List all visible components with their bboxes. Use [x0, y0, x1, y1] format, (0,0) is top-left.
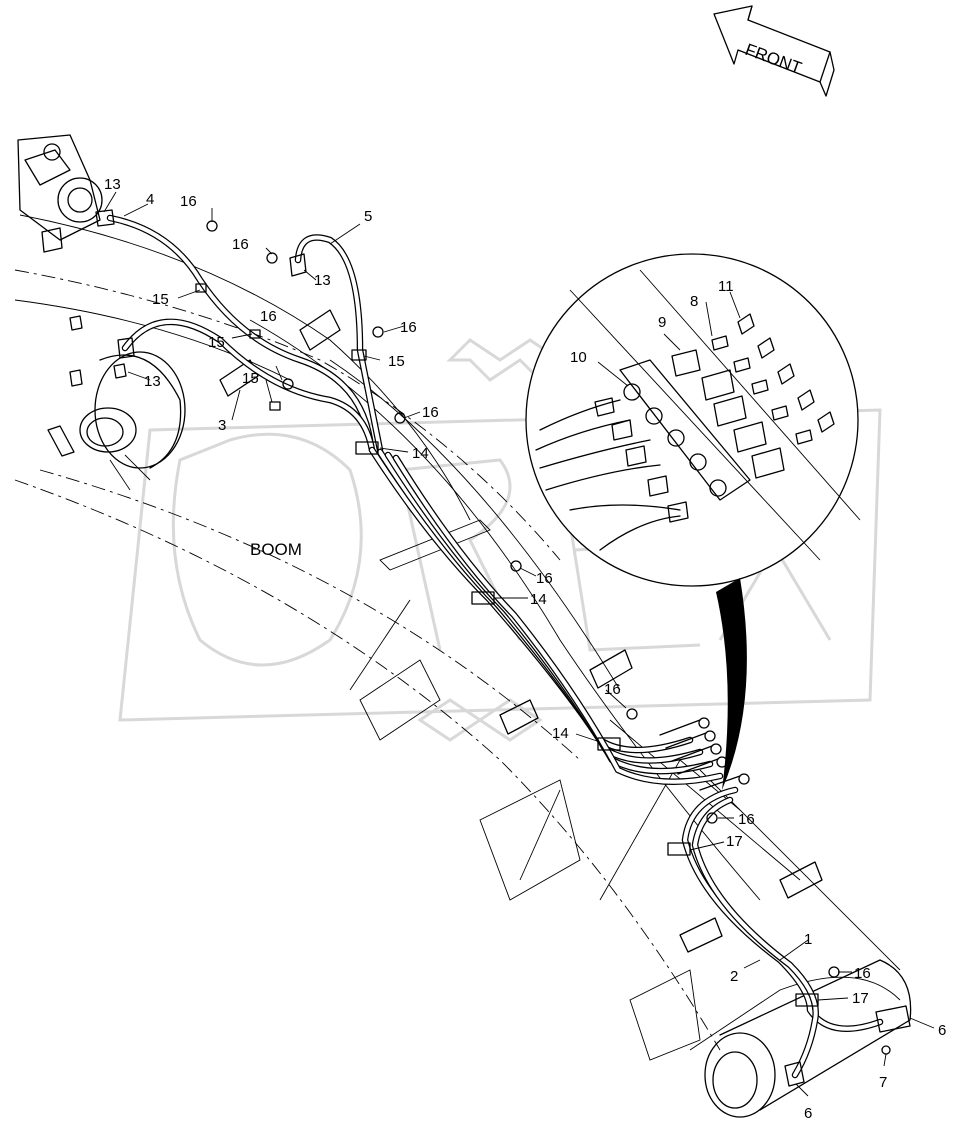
callout-15: 15 — [208, 334, 225, 351]
callout-14: 14 — [552, 725, 569, 742]
hose-4 — [106, 214, 374, 444]
detail-plate — [619, 359, 751, 501]
callout-14: 14 — [530, 591, 547, 608]
callout-15: 15 — [388, 353, 405, 370]
detail-view — [525, 253, 861, 790]
callout-15: 15 — [152, 291, 169, 308]
callout-6: 6 — [938, 1022, 946, 1039]
callout-16: 16 — [400, 319, 417, 336]
callout-17: 17 — [852, 990, 869, 1007]
callout-13: 13 — [104, 176, 121, 193]
callout-6: 6 — [804, 1105, 812, 1122]
main-hose-run — [368, 446, 724, 785]
callout-8: 8 — [690, 293, 698, 310]
callout-16: 16 — [232, 236, 249, 253]
hose-3 — [121, 318, 376, 454]
callout-13: 13 — [314, 272, 331, 289]
hose-brackets — [219, 309, 823, 953]
callout-14: 14 — [412, 445, 429, 462]
callout-16: 16 — [260, 308, 277, 325]
callout-13: 13 — [144, 373, 161, 390]
front-label: FRONT — [743, 40, 805, 78]
callout-16: 16 — [180, 193, 197, 210]
callout-16: 16 — [854, 965, 871, 982]
boom-label: BOOM — [250, 540, 302, 559]
callout-5: 5 — [364, 208, 372, 225]
callout-11: 11 — [718, 278, 734, 295]
boom-foot-pin-boss — [79, 351, 186, 491]
leader-lines — [103, 191, 935, 1097]
upper-frame-structure — [14, 134, 561, 561]
callout-16: 16 — [422, 404, 439, 421]
hose-5 — [294, 234, 384, 454]
fittings — [95, 209, 911, 1087]
callout-15: 15 — [242, 370, 259, 387]
callout-7: 7 — [879, 1074, 887, 1091]
callout-10: 10 — [570, 349, 587, 366]
callout-4: 4 — [146, 191, 154, 208]
callout-labels: 13 4 16 16 5 13 15 16 15 15 16 15 13 3 1… — [104, 176, 946, 1122]
callout-16: 16 — [738, 811, 755, 828]
callout-9: 9 — [658, 314, 666, 331]
detail-pointer — [716, 578, 747, 790]
callout-17: 17 — [726, 833, 743, 850]
hose-bundle — [106, 214, 884, 1079]
callout-16: 16 — [604, 681, 621, 698]
callout-3: 3 — [218, 417, 226, 434]
callout-16: 16 — [536, 570, 553, 587]
front-direction-arrow: FRONT — [713, 5, 835, 97]
callout-1: 1 — [804, 931, 812, 948]
callout-2: 2 — [730, 968, 738, 985]
hose-1-2 — [681, 786, 884, 1079]
